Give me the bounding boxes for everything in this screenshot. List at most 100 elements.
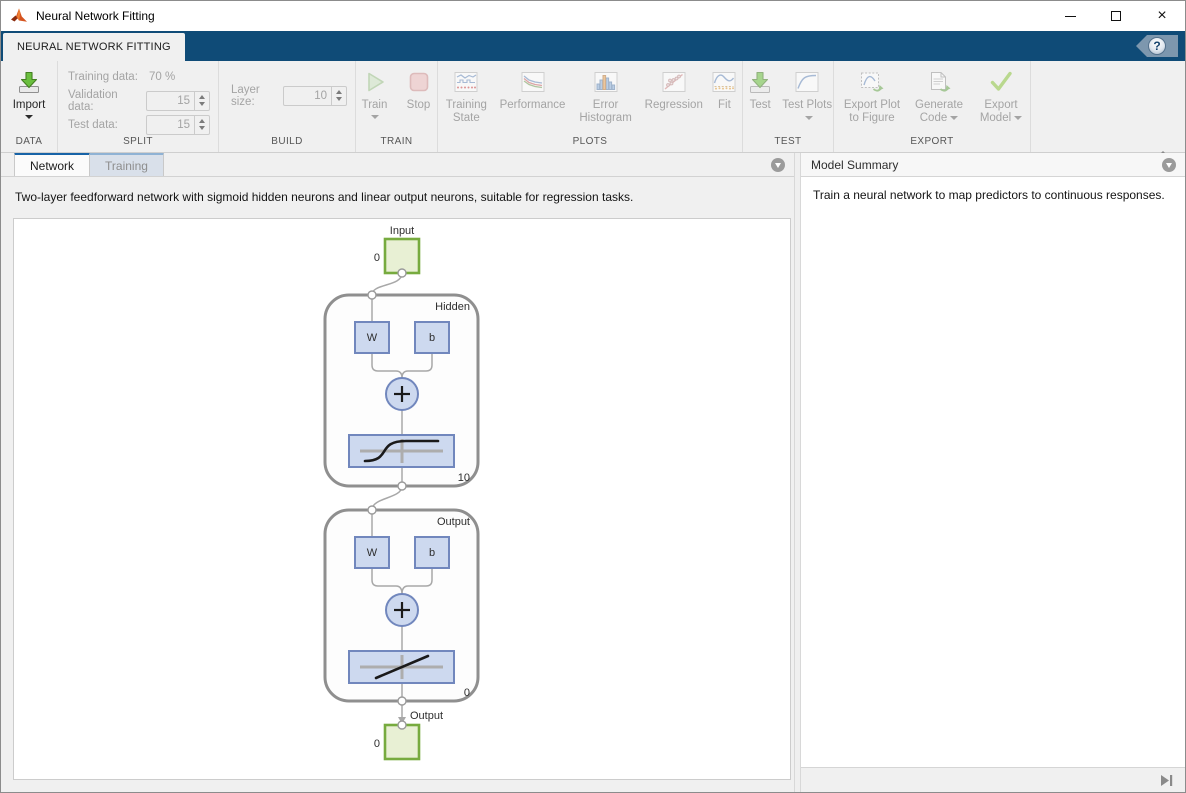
import-icon bbox=[16, 65, 42, 99]
spinner-arrows-icon[interactable] bbox=[194, 91, 209, 110]
sigmoid-curve-icon bbox=[363, 439, 440, 463]
hidden-weights-box bbox=[354, 321, 390, 354]
ribbon-tab-strip: NEURAL NETWORK FITTING ? bbox=[1, 31, 1185, 61]
input-node-label: Input bbox=[390, 225, 414, 237]
fit-label: Fit bbox=[718, 99, 731, 111]
section-label-split: SPLIT bbox=[123, 136, 153, 147]
test-plots-button[interactable]: Test Plots bbox=[781, 61, 833, 136]
plus-icon bbox=[394, 602, 410, 618]
minimize-icon bbox=[1064, 15, 1076, 17]
section-label-build: BUILD bbox=[271, 136, 303, 147]
section-split: Training data: 70 % Validation data: 15 … bbox=[58, 61, 219, 152]
hidden-bias-box bbox=[414, 321, 450, 354]
validation-data-row: Validation data: 15 bbox=[68, 88, 210, 113]
connector-dots bbox=[367, 268, 407, 730]
tab-network[interactable]: Network bbox=[14, 153, 91, 176]
train-button[interactable]: Train bbox=[357, 61, 393, 136]
regression-icon bbox=[661, 65, 687, 99]
section-test: Test Test Plots TEST bbox=[743, 61, 834, 152]
chevron-down-icon bbox=[775, 163, 781, 168]
import-button[interactable]: Import bbox=[13, 61, 45, 136]
output-node[interactable] bbox=[383, 723, 421, 761]
test-button[interactable]: Test bbox=[743, 61, 777, 136]
output-layer-label: Output bbox=[437, 516, 470, 528]
toolstrip: Import DATA Training data: 70 % Validati… bbox=[1, 61, 1185, 157]
collapse-ribbon-button[interactable] bbox=[1157, 134, 1171, 157]
model-summary-body: Train a neural network to map predictors… bbox=[801, 177, 1185, 767]
help-button[interactable]: ? bbox=[1136, 35, 1178, 57]
section-build: Layer size: 10 BUILD bbox=[219, 61, 356, 152]
stop-button[interactable]: Stop bbox=[401, 61, 437, 136]
output-weights-label: W bbox=[367, 547, 378, 559]
collapse-summary-button[interactable] bbox=[1162, 158, 1176, 172]
model-summary-text: Train a neural network to map predictors… bbox=[813, 188, 1165, 202]
section-train: Train Stop TRAIN bbox=[356, 61, 438, 152]
generate-code-button[interactable]: Generate Code bbox=[908, 61, 970, 136]
export-plot-to-figure-button[interactable]: Export Plot to Figure bbox=[838, 61, 906, 136]
matlab-logo-icon bbox=[10, 8, 28, 24]
training-data-label: Training data: bbox=[68, 70, 138, 83]
train-play-icon bbox=[362, 65, 388, 99]
network-description: Two-layer feedforward network with sigmo… bbox=[1, 177, 794, 218]
test-data-value: 15 bbox=[177, 118, 190, 131]
training-state-label: Training State bbox=[445, 99, 487, 124]
input-node[interactable] bbox=[383, 237, 421, 275]
error-histogram-button[interactable]: Error Histogram bbox=[573, 61, 637, 136]
test-plots-text: Test Plots bbox=[782, 99, 833, 111]
performance-button[interactable]: Performance bbox=[494, 61, 572, 136]
close-icon: × bbox=[1157, 7, 1167, 24]
export-model-dropdown-icon bbox=[1014, 115, 1023, 120]
stop-icon bbox=[406, 65, 432, 99]
ribbon-tab-neural-network-fitting[interactable]: NEURAL NETWORK FITTING bbox=[3, 33, 185, 61]
train-dropdown-icon bbox=[370, 115, 379, 119]
layer-size-spinner[interactable]: 10 bbox=[283, 85, 347, 106]
input-size: 0 bbox=[374, 252, 380, 264]
linear-curve-icon bbox=[374, 654, 430, 680]
section-export: Export Plot to Figure Generate Code bbox=[834, 61, 1031, 152]
test-data-spinner[interactable]: 15 bbox=[146, 114, 210, 135]
output-node-size: 0 bbox=[374, 738, 380, 750]
hidden-layer-label: Hidden bbox=[435, 301, 470, 313]
main-area: Network Training Two-layer feedforward n… bbox=[1, 153, 1185, 792]
help-icon: ? bbox=[1148, 37, 1166, 55]
section-label-export: EXPORT bbox=[910, 136, 954, 147]
export-plot-icon bbox=[859, 65, 885, 99]
export-plot-label: Export Plot to Figure bbox=[843, 99, 901, 124]
network-diagram: Input 0 Hidden W bbox=[323, 225, 480, 761]
test-label: Test bbox=[749, 99, 771, 111]
minimize-button[interactable] bbox=[1047, 1, 1093, 31]
output-weights-box bbox=[354, 536, 390, 569]
spinner-arrows-icon[interactable] bbox=[194, 115, 209, 134]
regression-button[interactable]: Regression bbox=[640, 61, 708, 136]
layer-size-value: 10 bbox=[314, 89, 327, 102]
training-state-button[interactable]: Training State bbox=[441, 61, 492, 136]
spinner-arrows-icon[interactable] bbox=[331, 86, 346, 105]
collapse-panel-button[interactable] bbox=[771, 158, 785, 172]
axes-cross-icon bbox=[360, 439, 443, 463]
validation-data-spinner[interactable]: 15 bbox=[146, 90, 210, 111]
training-data-row: Training data: 70 % bbox=[68, 66, 210, 87]
fit-button[interactable]: Fit bbox=[710, 61, 739, 136]
export-model-check-icon bbox=[988, 65, 1014, 99]
network-panel: Network Training Two-layer feedforward n… bbox=[1, 153, 794, 792]
error-histogram-label: Error Histogram bbox=[579, 99, 632, 124]
performance-icon bbox=[520, 65, 546, 99]
validation-data-label: Validation data: bbox=[68, 88, 118, 113]
section-plots: Training State Performance bbox=[438, 61, 743, 152]
section-label-data: DATA bbox=[15, 136, 43, 147]
export-model-button[interactable]: Export Model bbox=[972, 61, 1030, 136]
layer-size-row: Layer size: 10 bbox=[219, 84, 355, 108]
maximize-button[interactable] bbox=[1093, 1, 1139, 31]
expand-right-icon[interactable] bbox=[1161, 774, 1173, 786]
tab-training[interactable]: Training bbox=[90, 153, 164, 176]
test-plots-dropdown-icon bbox=[804, 115, 813, 120]
section-label-train: TRAIN bbox=[380, 136, 413, 147]
title-bar: Neural Network Fitting × bbox=[1, 1, 1185, 31]
chevron-down-icon bbox=[1166, 163, 1172, 168]
performance-label: Performance bbox=[499, 99, 566, 111]
stop-label: Stop bbox=[406, 99, 431, 111]
layer-size-label: Layer size: bbox=[231, 83, 260, 108]
close-button[interactable]: × bbox=[1139, 1, 1185, 31]
panel-splitter[interactable] bbox=[794, 153, 801, 792]
